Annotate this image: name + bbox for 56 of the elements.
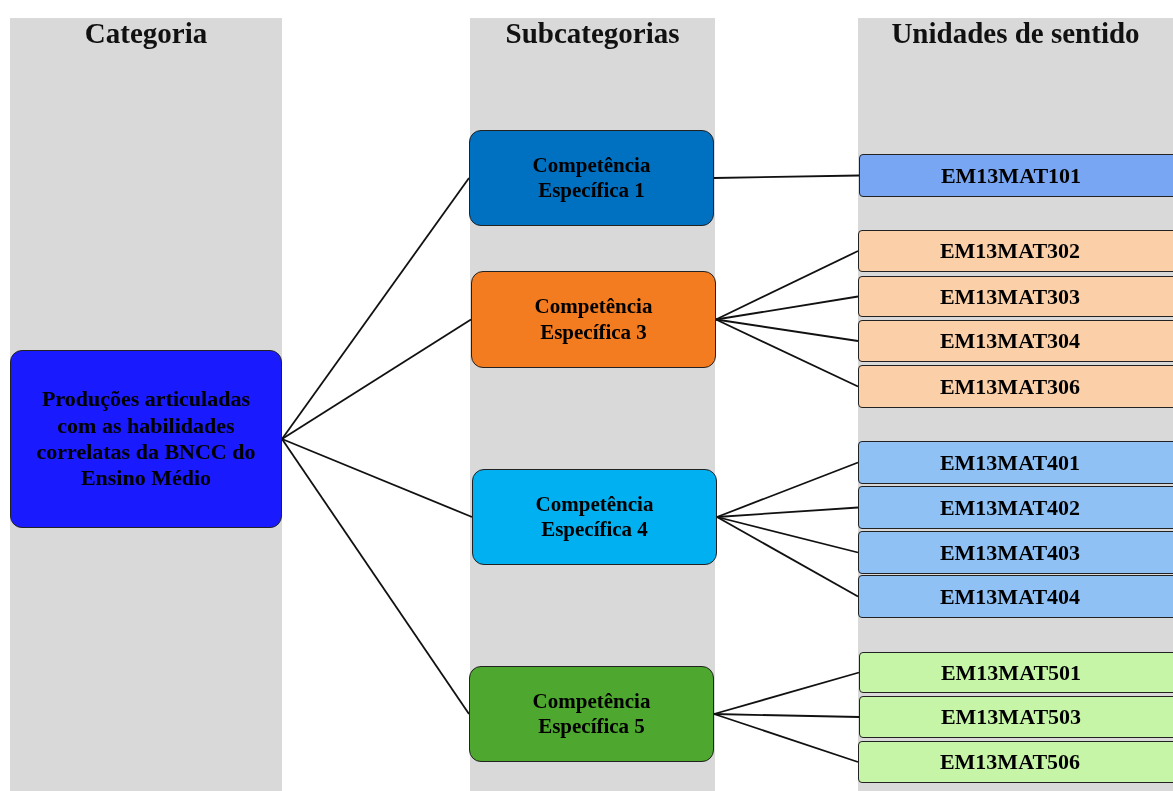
category-box: [10, 350, 282, 528]
unit-box: [858, 575, 1173, 618]
box-label: EM13MAT304: [938, 330, 1082, 352]
connector-line: [713, 174, 860, 179]
connector-line: [716, 461, 859, 518]
connector-line: [281, 438, 473, 518]
unit-box: [858, 320, 1173, 362]
unit-box: [858, 230, 1173, 272]
connector-line: [281, 438, 470, 715]
unit-box: [859, 154, 1173, 197]
subcategory-box: [471, 271, 716, 368]
connector-line: [713, 713, 860, 718]
column-heading: Categoria: [83, 18, 209, 48]
connector-line: [281, 177, 470, 440]
box-label: Competência Específica 3: [533, 294, 654, 345]
unit-box: [858, 741, 1173, 783]
unit-box: [858, 531, 1173, 574]
connector-line: [715, 318, 859, 388]
subcategory-box: [469, 666, 714, 762]
connector-line: [716, 506, 859, 518]
box-label: EM13MAT401: [938, 451, 1082, 474]
box-label: EM13MAT506: [938, 751, 1082, 773]
subcategory-box: [469, 130, 714, 226]
unit-box: [859, 696, 1173, 738]
unit-box: [858, 441, 1173, 484]
connector-line: [713, 713, 859, 763]
unit-box: [859, 652, 1173, 693]
box-label: Produções articuladas com as habilidades correlatas da BNCC do Ensino Médio: [35, 386, 257, 492]
column-heading: Subcategorias: [504, 18, 681, 48]
column-band: [10, 18, 282, 791]
subcategory-box: [472, 469, 717, 565]
connector-line: [715, 250, 859, 321]
box-label: Competência Específica 5: [531, 688, 652, 740]
unit-box: [858, 486, 1173, 529]
box-label: Competência Específica 1: [531, 152, 652, 204]
connector-line: [715, 295, 859, 321]
connector-line: [281, 318, 472, 440]
box-label: EM13MAT403: [938, 541, 1082, 564]
box-label: EM13MAT303: [938, 285, 1082, 308]
box-label: EM13MAT503: [939, 706, 1083, 728]
box-label: Competência Específica 4: [534, 491, 655, 543]
connector-line: [715, 318, 859, 342]
box-label: EM13MAT501: [939, 661, 1083, 684]
box-label: EM13MAT101: [939, 164, 1083, 187]
connector-line: [713, 671, 860, 715]
box-label: EM13MAT402: [938, 496, 1082, 519]
unit-box: [858, 365, 1173, 408]
column-band: [470, 18, 715, 791]
column-heading: Unidades de sentido: [890, 18, 1141, 48]
connector-line: [716, 516, 859, 598]
box-label: EM13MAT306: [938, 375, 1082, 398]
box-label: EM13MAT302: [938, 240, 1082, 262]
connector-line: [716, 516, 859, 554]
unit-box: [858, 276, 1173, 317]
box-label: EM13MAT404: [938, 585, 1082, 608]
column-band: [858, 18, 1173, 791]
